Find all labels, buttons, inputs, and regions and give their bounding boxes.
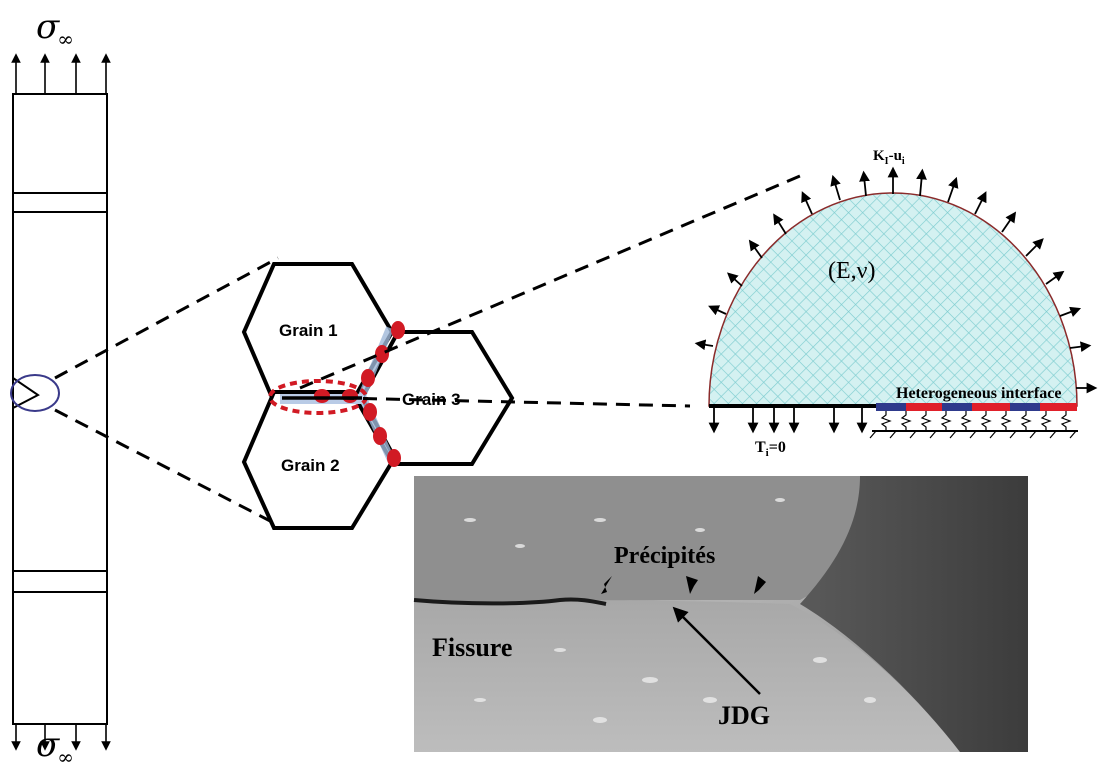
jdg-arrow — [672, 606, 761, 695]
crack-tip-model: KI-ui (E,ν) Heterogeneous interface — [694, 148, 1098, 459]
zoom-lines-specimen — [54, 256, 279, 526]
stress-arrows-bottom — [11, 724, 111, 751]
sem-micrograph: Précipités Fissure JDG — [413, 476, 1028, 752]
crack-label: Fissure — [432, 633, 512, 662]
interface-springs — [869, 411, 1078, 439]
load-label: KI-ui — [873, 148, 905, 167]
stress-arrows-top — [11, 53, 111, 94]
interface-label: Heterogeneous interface — [896, 385, 1061, 402]
boundary-condition-label: Ti=0 — [755, 439, 786, 459]
grain-1-label: Grain 1 — [279, 321, 338, 340]
lower-grain-region — [414, 600, 960, 752]
material-params-label: (E,ν) — [828, 258, 876, 284]
interface-segments — [876, 403, 1077, 411]
grain-3-label: Grain 3 — [402, 390, 461, 409]
stress-bottom-label: σ∞ — [36, 725, 74, 762]
precipitates-label: Précipités — [614, 543, 715, 569]
grain-2-label: Grain 2 — [281, 456, 340, 475]
grain-boundary-label: JDG — [718, 701, 770, 730]
right-grain-region — [800, 476, 1028, 752]
stress-top-label: σ∞ — [36, 7, 74, 51]
free-face-arrows — [708, 408, 868, 434]
notch — [12, 377, 40, 409]
crack-zone-highlight — [268, 379, 368, 415]
micro-crack — [413, 597, 607, 606]
semicircular-domain — [708, 192, 1078, 407]
zoom-lines-grains — [299, 174, 801, 408]
notch-circle — [10, 374, 60, 412]
precipitate-pointers — [601, 576, 766, 594]
specimen-body — [12, 93, 108, 725]
traction-arrows — [694, 166, 1098, 394]
specimen: σ∞ σ∞ — [10, 7, 111, 762]
surface-features — [464, 498, 876, 723]
